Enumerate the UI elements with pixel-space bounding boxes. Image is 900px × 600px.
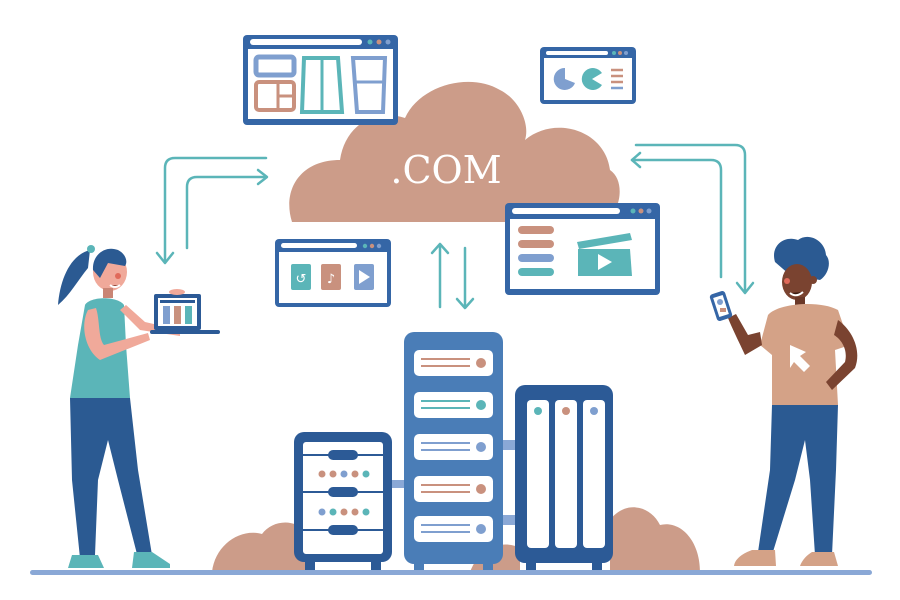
refresh-icon — [291, 264, 311, 290]
apps-window: ↺ ♪ — [275, 239, 391, 307]
woman-with-laptop — [58, 245, 220, 568]
chart-window — [540, 47, 636, 104]
man-with-phone — [709, 236, 858, 566]
domain-cloud: .COM — [289, 81, 620, 222]
svg-text:↺: ↺ — [296, 272, 307, 287]
cursor-icon — [790, 345, 810, 372]
server-left — [294, 432, 392, 572]
media-window — [505, 203, 660, 295]
svg-text:♪: ♪ — [327, 272, 335, 287]
music-icon — [321, 264, 341, 290]
dashboard-window — [243, 35, 398, 125]
server-right — [515, 385, 613, 572]
cloud-label: .COM — [390, 148, 501, 192]
background-cloud-blobs — [212, 507, 700, 572]
data-flow-arrows — [155, 143, 755, 310]
ground-line — [30, 570, 872, 575]
server-center — [404, 332, 503, 572]
